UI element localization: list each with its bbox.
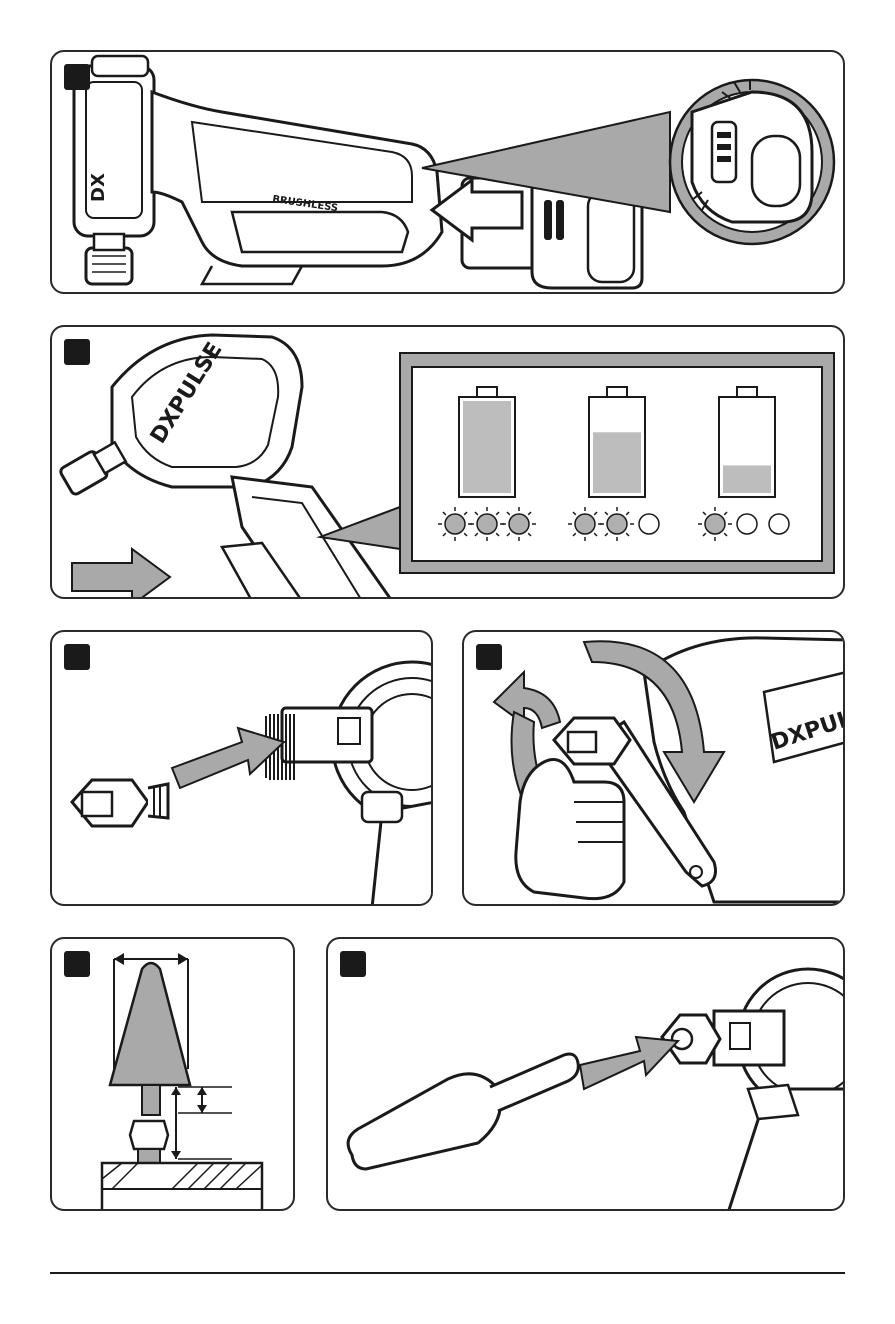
panel-fit-collet-nut <box>50 630 433 906</box>
battery-fill <box>593 432 641 493</box>
cone-bit <box>110 963 190 1085</box>
battery-terminal <box>607 387 627 397</box>
step-marker <box>64 644 90 670</box>
led-on <box>575 514 595 534</box>
step-marker <box>64 951 90 977</box>
insert-battery-illustration: DX BRUSHLESS <box>52 52 845 294</box>
led-off <box>737 514 757 534</box>
fit-arrow <box>172 728 284 788</box>
battery-fill <box>463 401 511 493</box>
spindle <box>282 708 372 762</box>
logo-text: DX <box>88 173 109 202</box>
led-on <box>445 514 465 534</box>
battery-terminal <box>477 387 497 397</box>
collet-nut <box>130 1121 168 1149</box>
step-marker <box>476 644 502 670</box>
panel-accessory-dimensions <box>50 937 295 1211</box>
accessory-dimensions-illustration <box>52 939 295 1211</box>
step-marker <box>64 339 90 365</box>
tighten-wrench-illustration: DXPULSE <box>464 632 845 906</box>
insert-accessory-illustration <box>328 939 845 1211</box>
press-arrow <box>72 549 170 599</box>
battery-terminal <box>737 387 757 397</box>
panel-insert-accessory <box>326 937 845 1211</box>
accessory-shank <box>490 1054 578 1111</box>
led-on <box>607 514 627 534</box>
led-on <box>705 514 725 534</box>
panel-battery-level: DXPULSE <box>50 325 845 599</box>
led-off <box>639 514 659 534</box>
panel-insert-battery: DX BRUSHLESS <box>50 50 845 294</box>
panel-tighten-wrench: DXPULSE <box>462 630 845 906</box>
led-off <box>769 514 789 534</box>
led-on <box>477 514 497 534</box>
led-on <box>509 514 529 534</box>
step-marker <box>64 64 90 90</box>
fit-collet-nut-illustration <box>52 632 433 906</box>
battery-level-illustration: DXPULSE <box>52 327 845 599</box>
insert-arrow <box>580 1037 678 1089</box>
collet-nut <box>86 248 132 284</box>
cone-accessory <box>348 1074 500 1169</box>
hand <box>516 760 624 899</box>
footer-divider <box>50 1272 845 1274</box>
step-marker <box>340 951 366 977</box>
battery-fill <box>723 465 771 493</box>
